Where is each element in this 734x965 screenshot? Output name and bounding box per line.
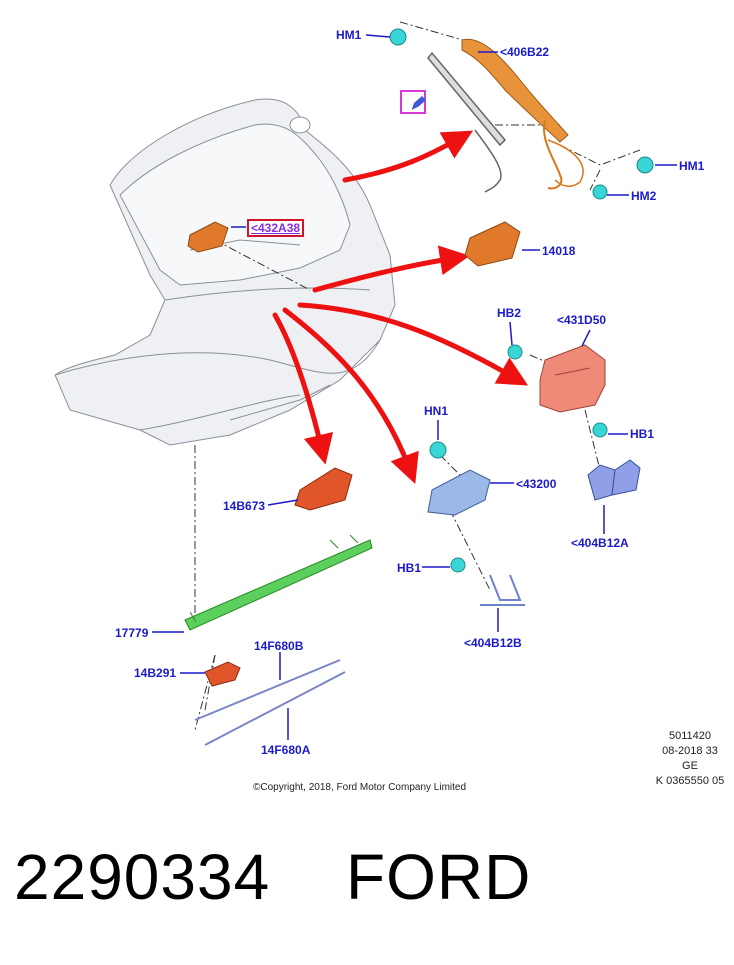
- fastener-hb1-left: [450, 557, 466, 573]
- pointer-arrows: [272, 130, 529, 485]
- arrow-to-handle: [342, 130, 474, 183]
- fastener-hn1: [429, 441, 447, 459]
- callout-hm1-top[interactable]: HM1: [336, 28, 362, 42]
- copyright-notice: ©Copyright, 2018, Ford Motor Company Lim…: [253, 782, 467, 793]
- part-actuator-431d50: [539, 344, 606, 413]
- part-handle-432a38: [187, 221, 229, 253]
- part-bracket-404b12b: [480, 574, 525, 606]
- edit-button[interactable]: [400, 90, 426, 114]
- part-latch-43200: [427, 469, 491, 516]
- part-bracket-404b12a: [587, 459, 641, 501]
- fastener-hb1-right: [592, 422, 608, 438]
- callout-432a38[interactable]: <432A38: [247, 219, 305, 237]
- part-number-heading: 2290334: [14, 841, 271, 913]
- arrow-to-module: [272, 312, 334, 465]
- callout-hb1-right[interactable]: HB1: [630, 427, 655, 441]
- callout-14018[interactable]: 14018: [542, 244, 576, 258]
- part-strut: [427, 51, 507, 193]
- callout-406b22[interactable]: <406B22: [500, 45, 550, 59]
- part-cables-14f680: [194, 659, 346, 746]
- callout-14b673[interactable]: 14B673: [223, 499, 266, 513]
- part-module-14b673: [294, 467, 353, 511]
- part-module-14b291: [204, 661, 241, 687]
- fasteners: [389, 28, 654, 573]
- callout-hm2[interactable]: HM2: [631, 189, 657, 203]
- brand-heading: FORD: [346, 841, 532, 913]
- callout-hm1-right[interactable]: HM1: [679, 159, 705, 173]
- callout-14f680b[interactable]: 14F680B: [254, 639, 304, 653]
- part-camera-14018: [464, 221, 521, 267]
- doc-info-line2: 08-2018 33: [662, 745, 718, 757]
- callout-17779[interactable]: 17779: [115, 626, 149, 640]
- callout-404b12a[interactable]: <404B12A: [571, 536, 629, 550]
- vehicle-rear-body: [54, 98, 396, 446]
- part-reinforcement-17779: [184, 534, 373, 631]
- arrow-to-latch: [282, 307, 419, 485]
- doc-info-line3: GE: [682, 760, 698, 772]
- callout-leaders: [152, 34, 677, 740]
- callout-43200[interactable]: <43200: [516, 477, 557, 491]
- callout-hn1[interactable]: HN1: [424, 404, 449, 418]
- callout-432a38-label: <432A38: [251, 221, 301, 235]
- callout-14b291[interactable]: 14B291: [134, 666, 177, 680]
- callout-404b12b[interactable]: <404B12B: [464, 636, 522, 650]
- edit-pencil-icon: [411, 96, 426, 110]
- arrow-to-camera: [312, 245, 470, 293]
- doc-info-line4: K 0365550 05: [655, 775, 725, 787]
- arrow-to-latch-actuator: [297, 302, 529, 386]
- part-spoiler-406b22: [461, 38, 584, 190]
- fastener-hm1-right: [636, 156, 654, 174]
- fastener-hb2: [507, 344, 523, 360]
- callout-431d50[interactable]: <431D50: [557, 313, 607, 327]
- callout-hb1-left[interactable]: HB1: [397, 561, 422, 575]
- doc-info-line1: 5011420: [668, 730, 711, 742]
- fastener-hm1-top: [389, 28, 407, 46]
- callout-hb2[interactable]: HB2: [497, 306, 522, 320]
- fastener-hm2: [592, 184, 608, 200]
- callout-14f680a[interactable]: 14F680A: [261, 743, 311, 757]
